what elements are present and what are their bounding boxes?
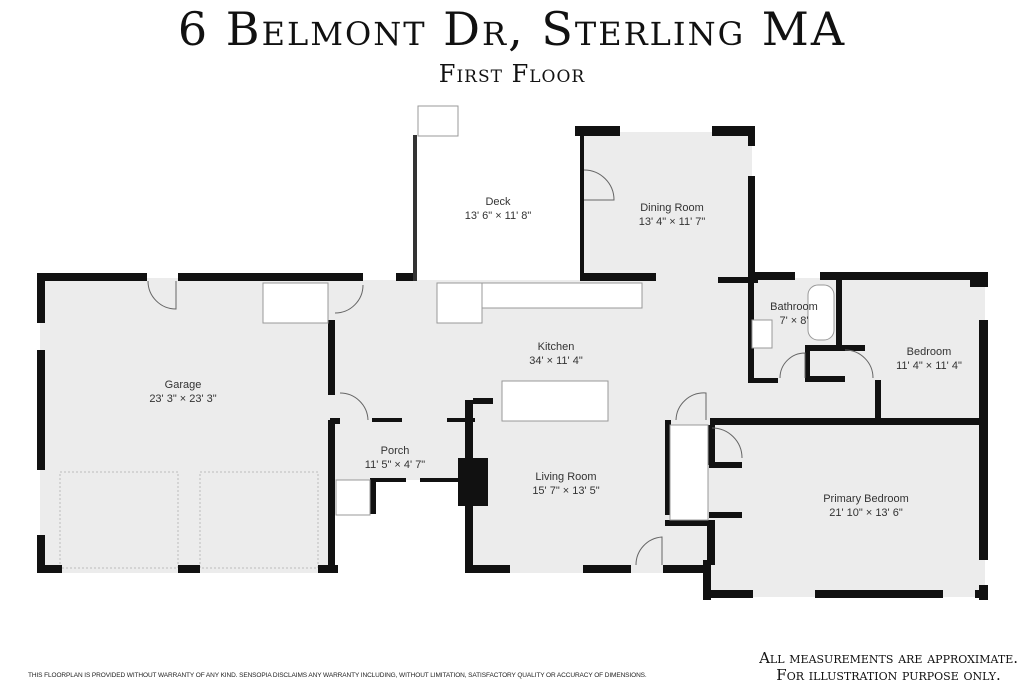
room-name-kitchen: Kitchen bbox=[538, 341, 575, 353]
porch-floor bbox=[335, 420, 475, 480]
room-size-bathroom: 7' × 8' bbox=[780, 315, 809, 327]
measurement-note: All measurements are approximate. For il… bbox=[759, 650, 1018, 683]
room-name-living: Living Room bbox=[535, 471, 596, 483]
bedroom-floor bbox=[750, 278, 985, 423]
dining-floor bbox=[582, 132, 752, 282]
porch-stairs bbox=[335, 479, 371, 516]
deck-stairs bbox=[417, 105, 459, 137]
garage-door-left bbox=[59, 471, 179, 569]
kitchen-island bbox=[501, 380, 609, 422]
garage-floor bbox=[40, 278, 335, 573]
note-line-1: All measurements are approximate. bbox=[759, 649, 1018, 667]
room-size-deck: 13' 6" × 11' 8" bbox=[465, 210, 532, 222]
room-size-porch: 11' 5" × 4' 7" bbox=[365, 459, 426, 471]
room-size-kitchen: 34' × 11' 4" bbox=[529, 355, 583, 367]
room-name-primary: Primary Bedroom bbox=[823, 493, 909, 505]
bathtub bbox=[807, 284, 835, 341]
deck-floor bbox=[415, 135, 582, 279]
sink bbox=[751, 319, 773, 349]
doors bbox=[147, 169, 874, 566]
garage-door-right bbox=[199, 471, 319, 569]
note-line-2: For illustration purpose only. bbox=[776, 666, 1001, 683]
room-name-porch: Porch bbox=[381, 445, 410, 457]
disclaimer: THIS FLOORPLAN IS PROVIDED WITHOUT WARRA… bbox=[28, 672, 647, 679]
room-size-dining: 13' 4" × 11' 7" bbox=[639, 216, 706, 228]
primary-floor bbox=[710, 420, 985, 597]
stairs bbox=[262, 282, 329, 324]
page-title: 6 Belmont Dr, Sterling MA bbox=[177, 2, 847, 56]
room-name-garage: Garage bbox=[165, 379, 202, 391]
room-name-bedroom: Bedroom bbox=[907, 346, 952, 358]
room-size-garage: 23' 3" × 23' 3" bbox=[149, 393, 216, 405]
room-name-deck: Deck bbox=[485, 196, 511, 208]
room-name-dining: Dining Room bbox=[640, 202, 704, 214]
room-name-bathroom: Bathroom bbox=[770, 301, 818, 313]
room-labels: Deck 13' 6" × 11' 8" Dining Room 13' 4" … bbox=[149, 196, 962, 519]
room-size-living: 15' 7" × 13' 5" bbox=[532, 485, 599, 497]
stairs-living bbox=[669, 424, 709, 521]
walls bbox=[37, 126, 988, 600]
kitchen-fixtures bbox=[262, 105, 835, 521]
room-size-primary: 21' 10" × 13' 6" bbox=[829, 507, 903, 519]
room-size-bedroom: 11' 4" × 11' 4" bbox=[896, 360, 962, 372]
floor-subtitle: First Floor bbox=[438, 60, 586, 88]
